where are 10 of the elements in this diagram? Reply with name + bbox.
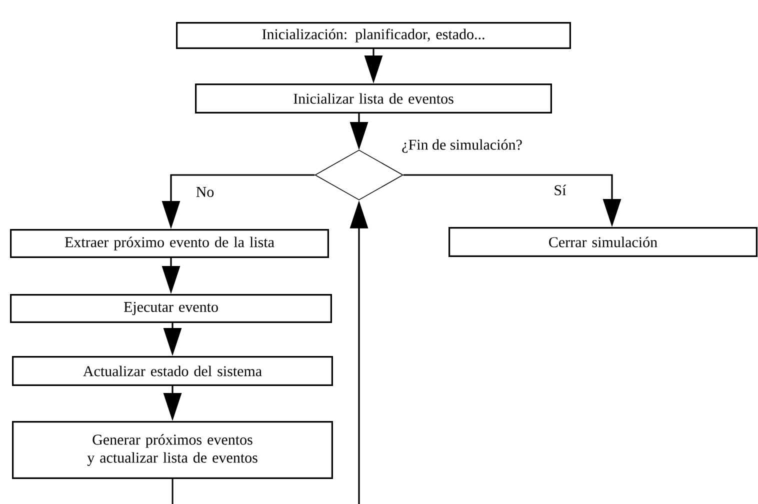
process-box: Extraer próximo evento de la lista bbox=[10, 229, 329, 258]
process-box: Actualizar estado del sistema bbox=[12, 356, 333, 386]
question-label: ¿Fin de simulación? bbox=[402, 139, 522, 153]
process-box: Inicializar lista de eventos bbox=[195, 84, 552, 114]
edge-label: Sí bbox=[554, 184, 566, 196]
process-box: Inicialización: planificador, estado... bbox=[176, 22, 571, 49]
process-box: Cerrar simulación bbox=[448, 227, 758, 257]
process-box: Ejecutar evento bbox=[10, 294, 332, 323]
edge-label: No bbox=[196, 187, 214, 197]
process-box: Generar próximos eventos y actualizar lista de eventos bbox=[12, 421, 333, 479]
